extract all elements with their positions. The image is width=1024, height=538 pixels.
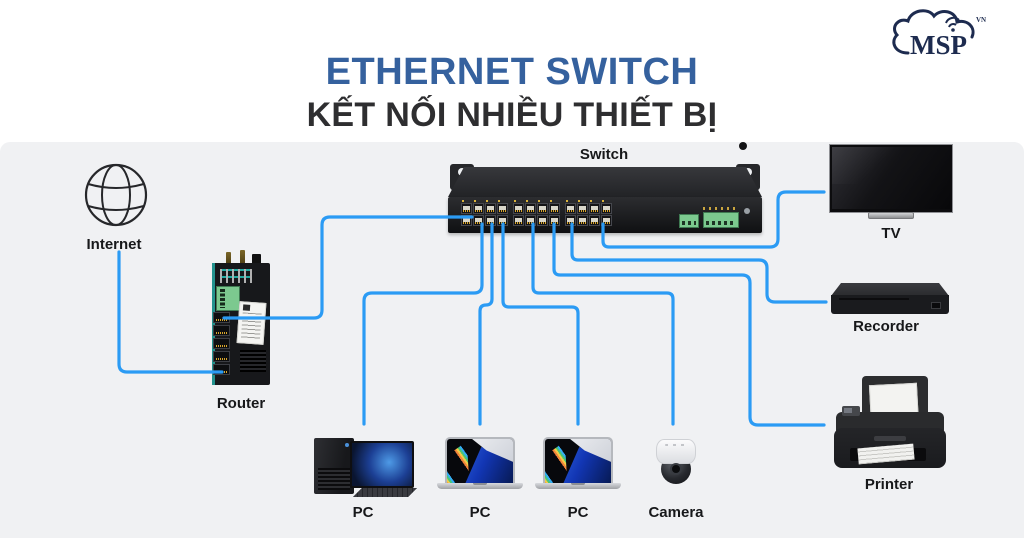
router-leds xyxy=(220,269,252,283)
recorder-top xyxy=(831,283,949,296)
terminal-block xyxy=(679,214,699,228)
camera-device xyxy=(654,437,698,487)
pc-laptop2-label: PC xyxy=(567,504,589,521)
recorder-front xyxy=(831,295,949,314)
rj45-port-icon xyxy=(549,203,560,214)
rj45-port-icon xyxy=(213,312,230,323)
printer-label: Printer xyxy=(864,476,914,493)
cloud-icon xyxy=(892,9,975,55)
recorder-usb-port xyxy=(931,302,941,309)
switch-top-face xyxy=(448,167,762,197)
rj45-port-icon xyxy=(601,215,612,226)
printer-display xyxy=(842,406,860,416)
laptop-device xyxy=(535,437,621,490)
rj45-port-icon xyxy=(525,215,536,226)
recorder-label: Recorder xyxy=(853,318,919,335)
pc-desktop-label: PC xyxy=(352,504,374,521)
pc-screen xyxy=(352,443,412,486)
msp-logo: MSP VN xyxy=(892,9,986,60)
printer-device xyxy=(834,374,946,470)
tv-stand xyxy=(868,212,914,219)
tv-label: TV xyxy=(881,225,901,242)
logo-superscript: VN xyxy=(976,16,986,24)
laptop-base xyxy=(437,483,523,489)
camera-lens xyxy=(670,463,682,475)
rj45-port-icon xyxy=(513,203,524,214)
rj45-port-icon xyxy=(461,203,472,214)
router-label: Router xyxy=(216,395,266,412)
rj45-port-icon xyxy=(497,215,508,226)
pc-tower xyxy=(314,438,354,494)
rj45-port-icon xyxy=(589,215,600,226)
rj45-port-icon xyxy=(485,203,496,214)
rj45-port-icon xyxy=(473,203,484,214)
wifi-icon xyxy=(945,16,960,24)
wifi-icon xyxy=(951,28,955,32)
laptop-base xyxy=(535,483,621,489)
rj45-port-icon xyxy=(537,215,548,226)
rj45-port-icon xyxy=(601,203,612,214)
router-terminal-block xyxy=(216,286,240,311)
laptop-screen xyxy=(543,437,613,483)
printer-handle xyxy=(874,436,906,441)
rj45-port-icon xyxy=(525,203,536,214)
rj45-port-icon xyxy=(473,215,484,226)
rj45-port-icon xyxy=(577,203,588,214)
wifi-icon xyxy=(948,23,957,28)
rj45-port-icon xyxy=(497,203,508,214)
router-port-column xyxy=(213,312,230,375)
page-subtitle: KẾT NỐI NHIỀU THIẾT BỊ xyxy=(306,96,718,134)
terminal-markings xyxy=(703,207,739,210)
rj45-port-icon xyxy=(537,203,548,214)
rj45-port-icon xyxy=(589,203,600,214)
page-title: ETHERNET SWITCH xyxy=(325,51,699,93)
rj45-port-icon xyxy=(485,215,496,226)
switch-led xyxy=(744,208,750,214)
pc-laptop1-label: PC xyxy=(469,504,491,521)
router-vents xyxy=(240,350,266,372)
camera-label: Camera xyxy=(648,504,704,521)
pc-keyboard xyxy=(353,488,417,497)
internet-globe-icon xyxy=(84,163,148,227)
router-device xyxy=(210,250,274,386)
switch-port-group xyxy=(513,200,560,226)
internet-label: Internet xyxy=(86,236,142,253)
rj45-port-icon xyxy=(513,215,524,226)
laptop-device xyxy=(437,437,523,490)
router-sticker xyxy=(236,301,267,345)
desktop-pc-device xyxy=(313,436,419,498)
rj45-port-icon xyxy=(565,215,576,226)
terminal-block xyxy=(703,212,739,228)
laptop-screen xyxy=(445,437,515,483)
rj45-port-icon xyxy=(577,215,588,226)
wallpaper xyxy=(447,441,470,483)
rj45-port-icon xyxy=(549,215,560,226)
switch-label: Switch xyxy=(579,146,629,163)
camera-body xyxy=(656,439,696,464)
rj45-port-icon xyxy=(213,351,230,362)
wallpaper xyxy=(545,441,568,483)
tv-screen xyxy=(832,147,950,209)
rj45-port-icon xyxy=(565,203,576,214)
rj45-port-icon xyxy=(213,338,230,349)
switch-device xyxy=(448,163,762,233)
rj45-port-icon xyxy=(213,364,230,375)
antenna-icon xyxy=(240,250,245,264)
switch-port-group xyxy=(565,200,612,226)
tv-device xyxy=(829,144,953,213)
recorder-device xyxy=(831,283,949,316)
switch-port-group xyxy=(461,200,508,226)
logo-text: MSP xyxy=(910,30,967,60)
switch-port-grid xyxy=(461,200,612,226)
rj45-port-icon xyxy=(213,325,230,336)
rj45-port-icon xyxy=(461,215,472,226)
printer-lid xyxy=(836,412,944,432)
pc-monitor xyxy=(350,441,414,488)
